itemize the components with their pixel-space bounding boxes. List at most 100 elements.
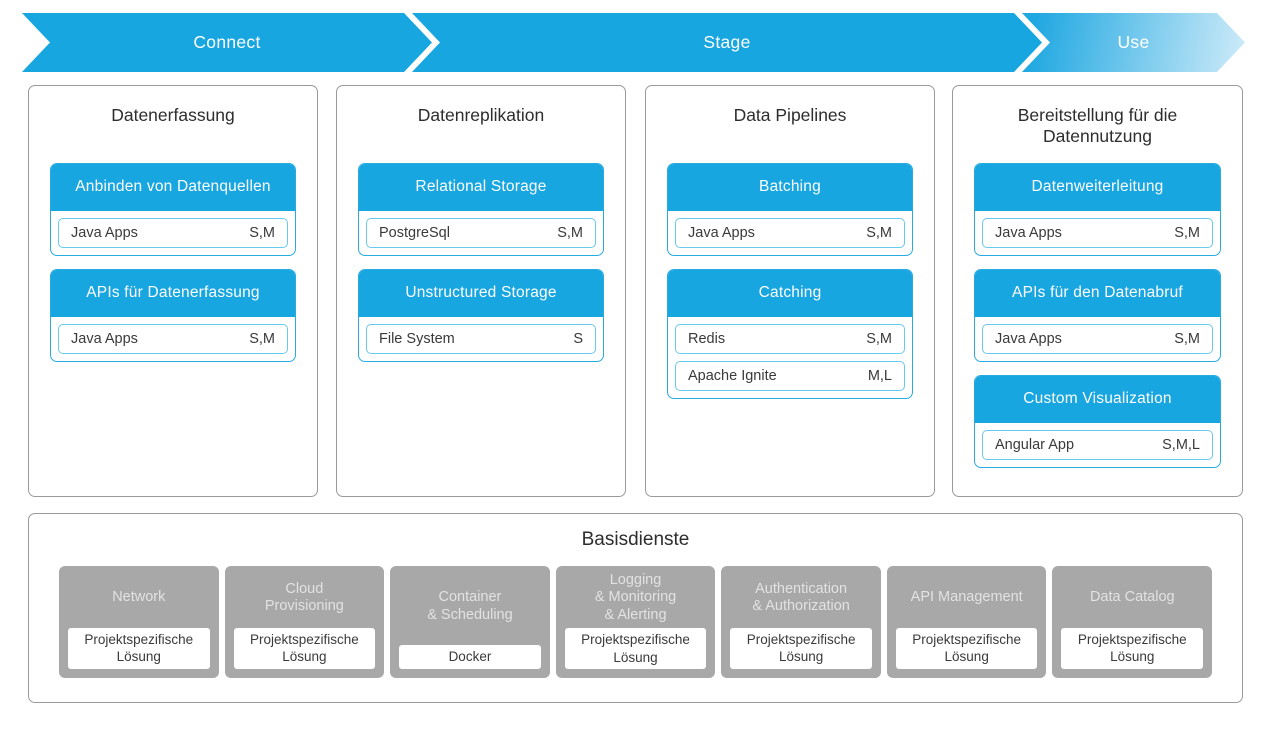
capability-card: Datenweiterleitung Java Apps S,M [974,163,1221,256]
base-service-solution: Projektspezifische Lösung [68,627,210,669]
tech-item: Java Apps S,M [675,218,905,248]
panel-title: Bereitstellung für die Datennutzung [1017,105,1178,147]
capability-card-body: Java Apps S,M [51,211,295,255]
stage-band-use: Use [1022,13,1245,72]
tech-item: Java Apps S,M [982,324,1213,354]
tech-item-name: Java Apps [995,331,1062,347]
card-list: Datenweiterleitung Java Apps S,M APIs fü… [953,163,1242,468]
base-service-network: Network Projektspezifische Lösung [59,566,219,678]
tech-item-sizes: S,M [1174,225,1200,241]
capability-card-body: Redis S,M Apache Ignite M,L [668,317,912,398]
base-service-authentication-authorization: Authentication & Authorization Projektsp… [721,566,881,678]
panel-title: Datenerfassung [111,105,235,125]
base-service-title: Data Catalog [1089,589,1175,606]
base-service-title: Authentication & Authorization [752,580,850,614]
capability-card: Anbinden von Datenquellen Java Apps S,M [50,163,296,256]
tech-item-name: Angular App [995,437,1075,453]
capability-card-header: APIs für den Datenabruf [975,270,1220,317]
capability-card: Catching Redis S,M Apache Ignite M,L [667,269,913,399]
tech-item: Java Apps S,M [982,218,1213,248]
tech-item: Java Apps S,M [58,218,288,248]
capability-card-header: Batching [668,164,912,211]
base-service-cloud-provisioning: Cloud Provisioning Projektspezifische Lö… [224,566,385,678]
panel-data-pipelines: Data Pipelines Batching Java Apps S,M Ca… [645,85,935,497]
capability-card: Unstructured Storage File System S [358,269,604,362]
capability-card-header: Datenweiterleitung [975,164,1220,211]
tech-item: Redis S,M [675,324,905,354]
tech-item-sizes: S,M,L [1162,437,1200,453]
base-service-title: Logging & Monitoring & Alerting [594,572,677,623]
panel-basisdienste: Basisdienste Network Projektspezifische … [28,513,1243,703]
stage-band-label: Connect [193,32,261,52]
stage-band-label: Stage [703,32,751,52]
stage-band-stage: Stage [412,13,1042,72]
tech-item-name: Java Apps [71,331,138,347]
panel-datenerfassung: Datenerfassung Anbinden von Datenquellen… [28,85,318,497]
stage-band-connect: Connect [22,13,432,72]
base-service-title: Network [112,589,166,606]
tech-item: Java Apps S,M [58,324,288,354]
capability-card: APIs für den Datenabruf Java Apps S,M [974,269,1221,362]
base-service-solution: Docker [399,645,541,669]
tech-item: Apache Ignite M,L [675,361,905,391]
base-service-api-management: API Management Projektspezifische Lösung [886,566,1047,678]
tech-item-sizes: S,M [249,225,275,241]
tech-item: File System S [366,324,596,354]
capability-card-header: Anbinden von Datenquellen [51,164,295,211]
base-service-solution: Projektspezifische Lösung [564,628,707,670]
capability-card-header: Relational Storage [359,164,603,211]
capability-card: Custom Visualization Angular App S,M,L [974,375,1221,468]
panel-datenreplikation: Datenreplikation Relational Storage Post… [336,85,626,497]
stage-banner: Connect Stage Use [0,13,1280,72]
tech-item-sizes: S [573,331,583,347]
base-service-solution: Projektspezifische Lösung [233,627,376,669]
card-list: Batching Java Apps S,M Catching Redis S,… [646,163,934,399]
capability-card: Relational Storage PostgreSql S,M [358,163,604,256]
tech-item-sizes: S,M [557,225,583,241]
capability-card: Batching Java Apps S,M [667,163,913,256]
tech-item: Angular App S,M,L [982,430,1213,460]
card-list: Relational Storage PostgreSql S,M Unstru… [337,163,625,362]
tech-item: PostgreSql S,M [366,218,596,248]
capability-card-body: Java Apps S,M [975,211,1220,255]
base-service-solution: Projektspezifische Lösung [1061,627,1204,669]
panel-bereitstellung: Bereitstellung für die Datennutzung Date… [952,85,1243,497]
tech-item-name: Apache Ignite [688,368,777,384]
base-service-logging-monitoring-alerting: Logging & Monitoring & Alerting Projekts… [555,566,716,678]
base-service-solution: Projektspezifische Lösung [730,627,872,669]
tech-item-sizes: S,M [249,331,275,347]
base-service-title: API Management [910,589,1023,606]
capability-card-body: File System S [359,317,603,361]
tech-item-sizes: M,L [867,368,892,384]
capability-card-header: APIs für Datenerfassung [51,270,295,317]
base-service-title: Cloud Provisioning [264,580,344,614]
panel-title: Datenreplikation [417,105,545,125]
capability-card-body: Java Apps S,M [975,317,1220,361]
tech-item-name: Java Apps [688,225,755,241]
stage-band-label: Use [1117,32,1150,52]
tech-item-sizes: S,M [866,225,892,241]
capability-card-body: PostgreSql S,M [359,211,603,255]
tech-item-name: Java Apps [995,225,1062,241]
tech-item-name: File System [379,331,455,347]
base-service-container-scheduling: Container & Scheduling Docker [390,566,550,678]
base-service-solution: Projektspezifische Lösung [895,627,1038,669]
capability-card: APIs für Datenerfassung Java Apps S,M [50,269,296,362]
tech-item-sizes: S,M [866,331,892,347]
base-service-title: Container & Scheduling [427,589,513,623]
capability-card-body: Java Apps S,M [51,317,295,361]
capability-card-header: Catching [668,270,912,317]
base-services-list: Network Projektspezifische Lösung Cloud … [29,551,1242,678]
capability-card-body: Java Apps S,M [668,211,912,255]
panel-title: Data Pipelines [733,105,847,125]
tech-item-sizes: S,M [1174,331,1200,347]
capability-card-body: Angular App S,M,L [975,423,1220,467]
capability-card-header: Unstructured Storage [359,270,603,317]
tech-item-name: PostgreSql [379,225,450,241]
tech-item-name: Redis [688,331,726,347]
base-services-title: Basisdienste [581,529,690,550]
card-list: Anbinden von Datenquellen Java Apps S,M … [29,163,317,362]
base-service-data-catalog: Data Catalog Projektspezifische Lösung [1052,566,1213,678]
capability-card-header: Custom Visualization [975,376,1220,423]
tech-item-name: Java Apps [71,225,138,241]
